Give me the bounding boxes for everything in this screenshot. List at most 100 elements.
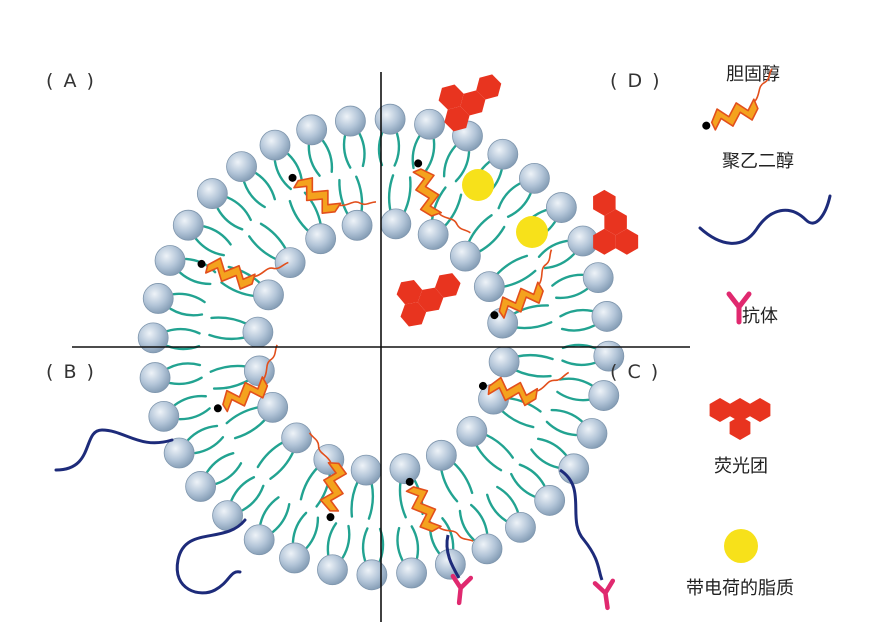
cholesterol-body [293, 177, 342, 215]
peg-chain [54, 428, 174, 472]
lipid-head [196, 178, 228, 209]
charged-lipid [462, 169, 494, 201]
lipid-tail [273, 159, 292, 191]
cholesterol-head [213, 404, 222, 413]
cholesterol [702, 68, 773, 131]
fluorophore [709, 398, 771, 440]
legend-cholesterol-label: 胆固醇 [726, 64, 780, 85]
fluorophore-ring [593, 228, 616, 255]
fluorophore-ring [417, 287, 444, 313]
lipid-tail [212, 378, 251, 390]
lipid-tail [518, 463, 546, 487]
cholesterol-tail [754, 68, 773, 102]
lipid-head [305, 223, 337, 255]
lipid-tail [259, 222, 288, 251]
cholesterol-body [487, 376, 539, 407]
cholesterol-body [204, 257, 256, 290]
lipid-tail [559, 308, 594, 318]
inner-leaflet-heads [242, 208, 520, 486]
cholesterol-head [702, 121, 711, 130]
cholesterol [308, 432, 348, 522]
legend-antibody-icon [726, 291, 752, 325]
quadrant-label-c: ( C ) [610, 361, 660, 383]
lipid-head [396, 557, 427, 589]
antibody-tether [559, 468, 604, 581]
lipid-head [582, 262, 614, 294]
cholesterol-tail [308, 432, 332, 463]
lipid-head [593, 340, 625, 372]
fluorophore [396, 273, 461, 327]
fluorophore-ring [604, 209, 627, 236]
cholesterol-tail [538, 249, 553, 285]
lipid-head [142, 283, 174, 314]
lipid-head [519, 162, 550, 194]
lipid-tail [178, 407, 211, 421]
lipid-head [487, 138, 519, 170]
lipid-tail [173, 394, 207, 407]
lipid-tail [556, 390, 590, 402]
lipid-tail [511, 304, 550, 316]
charged-lipid [516, 216, 548, 248]
lipid-tail [454, 150, 471, 183]
lipid-head [558, 453, 590, 485]
lipid-head [281, 422, 313, 454]
lipid-tail [550, 408, 583, 423]
lipid-head [505, 511, 536, 543]
fluorophore-ring [476, 74, 502, 100]
cholesterol-tail [438, 213, 471, 234]
lipid-tail [271, 502, 291, 533]
lipid-tail [545, 420, 578, 437]
lipid-head [449, 240, 481, 272]
lipid-tail [288, 199, 311, 233]
lipid-tail [560, 324, 596, 332]
lipid-head [139, 362, 171, 393]
fluorophore-group [396, 74, 639, 327]
lipid-head [274, 247, 306, 279]
lipid-tail [355, 175, 364, 214]
cholesterol [213, 344, 278, 413]
legend-charged-lipid-label: 带电荷的脂质 [686, 578, 794, 599]
cholesterol-tail [439, 527, 474, 542]
cholesterol [412, 159, 471, 234]
lipid-tail [254, 172, 276, 201]
lipid-tail [226, 196, 252, 222]
lipid-head [414, 108, 445, 140]
lipid-head [350, 454, 382, 486]
lipid-tail [208, 333, 247, 341]
lipid-tail [387, 174, 395, 213]
lipid-head [279, 542, 310, 574]
lipid-tail [430, 186, 447, 223]
lipid-tail [195, 237, 226, 257]
fluorophore [438, 74, 502, 132]
lipid-tail [243, 181, 266, 209]
lipid-tail [179, 271, 212, 286]
lipid-tail [227, 265, 262, 285]
lipid-head [253, 279, 284, 311]
quadrant-label-a: ( A ) [46, 70, 96, 92]
outer-leaflet-heads [137, 103, 625, 591]
lipid-tail [326, 522, 338, 556]
lipid-tail [424, 138, 436, 172]
lipid-tail [495, 254, 529, 277]
cholesterol [490, 249, 553, 320]
lipid-tail [233, 417, 267, 440]
lipid-head [242, 316, 274, 348]
lipid-tail [193, 436, 225, 455]
lipid-tail [496, 485, 519, 513]
lipid-tail [561, 359, 596, 367]
cholesterol [405, 477, 474, 542]
lipid-tail [206, 452, 235, 474]
lipid-tail [307, 144, 321, 177]
lipid-tail [443, 193, 463, 228]
cholesterol-tail [339, 201, 377, 207]
lipid-head [473, 271, 505, 303]
lipid-tail [209, 364, 248, 373]
lipid-head [471, 533, 503, 565]
cholesterol-tail [263, 344, 278, 379]
lipid-head [259, 129, 291, 161]
lipid-tail [367, 481, 375, 520]
legend-peg-label: 聚乙二醇 [722, 151, 794, 172]
lipid-tail [393, 132, 401, 167]
quadrant-label-d: ( D ) [610, 70, 662, 92]
lipid-head [380, 208, 412, 240]
